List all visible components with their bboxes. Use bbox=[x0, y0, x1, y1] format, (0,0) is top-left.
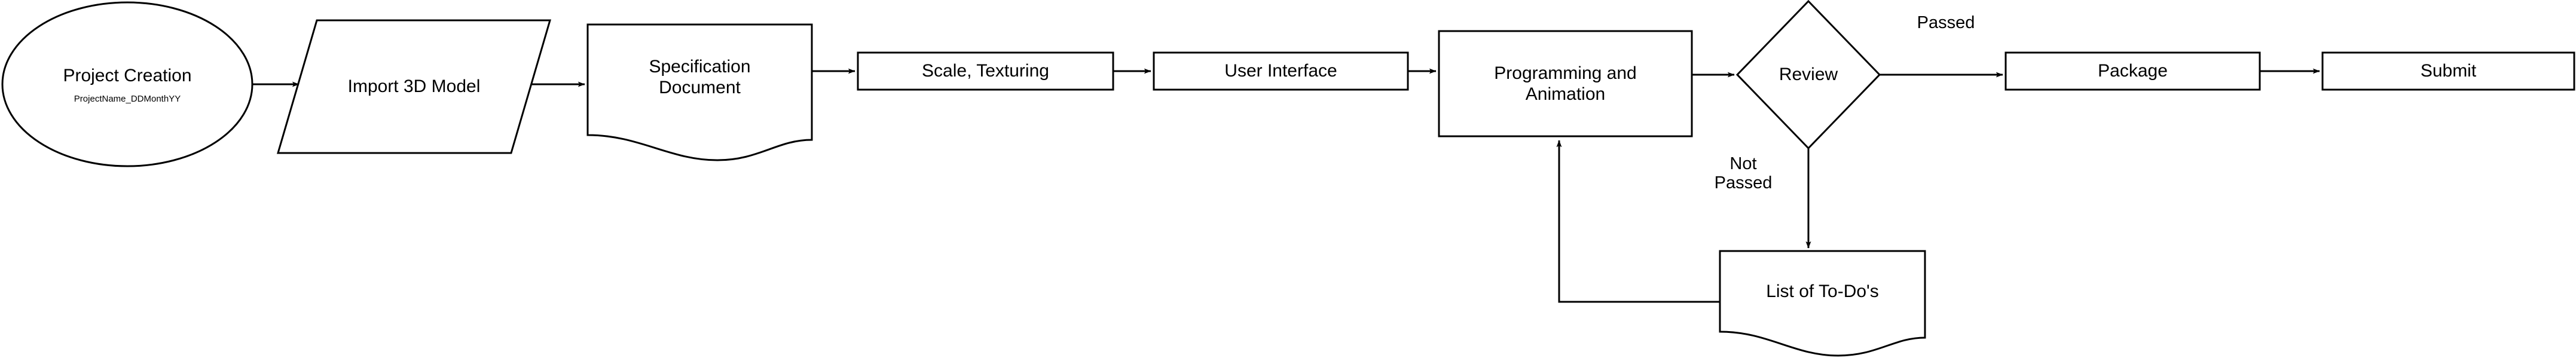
edge-label-passed: Passed bbox=[1917, 13, 1975, 32]
node-shape-project-creation[interactable] bbox=[1, 1, 253, 167]
node-shape-scale-texturing[interactable] bbox=[857, 51, 1114, 91]
edge-label-not-passed: Not Passed bbox=[1714, 154, 1773, 193]
node-shape-package[interactable] bbox=[2004, 51, 2261, 91]
node-shape-review[interactable] bbox=[1735, 0, 1881, 150]
node-shape-list-of-todos[interactable] bbox=[1719, 250, 1926, 357]
node-shape-import-3d-model[interactable] bbox=[276, 19, 552, 154]
node-shape-submit[interactable] bbox=[2321, 51, 2575, 91]
node-shape-user-interface[interactable] bbox=[1153, 51, 1409, 91]
node-shape-specification-document[interactable] bbox=[586, 23, 813, 161]
node-shape-programming-and-animation[interactable] bbox=[1438, 30, 1693, 137]
edge-list-of-todos-to-programming-and-animation-feedback bbox=[1556, 140, 1720, 303]
